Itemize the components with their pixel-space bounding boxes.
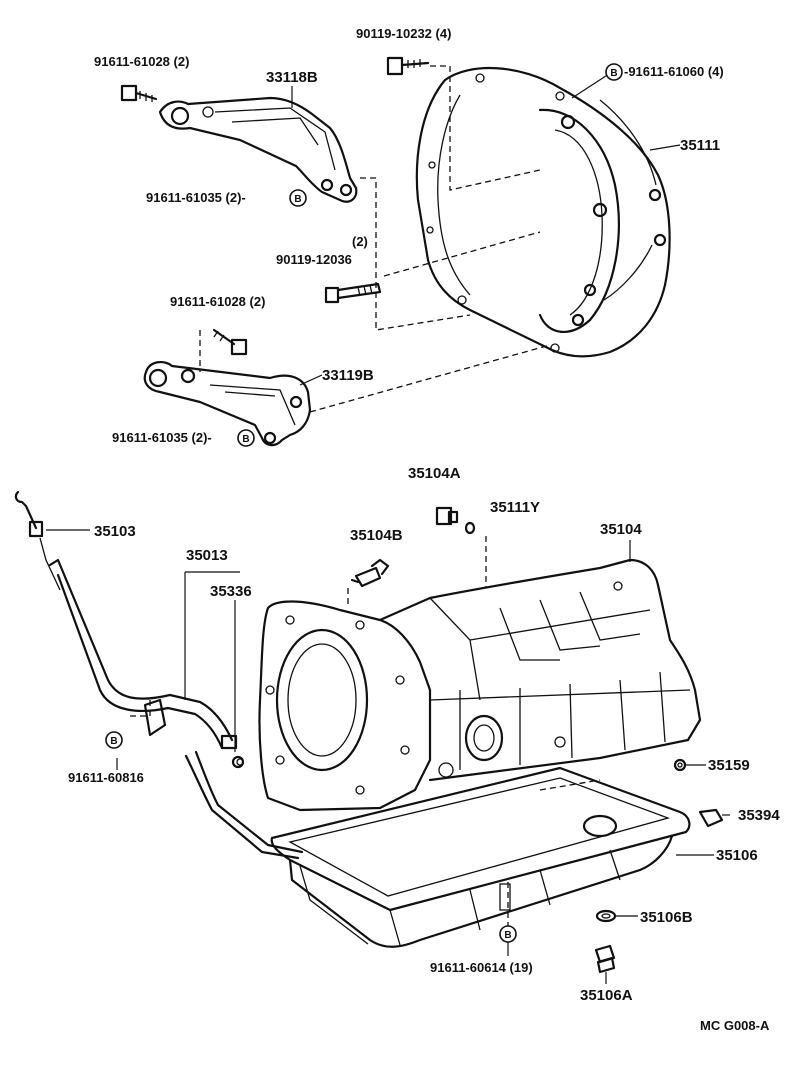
label-35336: 35336 — [210, 583, 252, 600]
label-90119-12036: 90119-12036 — [276, 252, 352, 267]
leader-lines — [46, 71, 730, 984]
transmission-case-35104 — [258, 558, 702, 812]
badge-b-91611-60816: B — [105, 731, 123, 749]
bolt-90119-10232 — [386, 56, 430, 76]
label-35106a: 35106A — [580, 987, 633, 1004]
label-91611-61028-top: 91611-61028 (2) — [94, 54, 189, 69]
o-ring-35336 — [231, 755, 245, 769]
badge-b-91611-61035-mid: B — [237, 429, 255, 447]
figure-code: MC G008-A — [700, 1018, 770, 1033]
label-35104b: 35104B — [350, 527, 403, 544]
label-90119-12036-qty: (2) — [352, 234, 368, 249]
bracket-33118b — [158, 96, 358, 203]
svg-text:B: B — [294, 194, 301, 205]
label-35104a: 35104A — [408, 465, 461, 482]
bolt-91611-61028-top — [120, 84, 158, 102]
dipstick-35103 — [14, 490, 61, 591]
label-90119-10232: 90119-10232 (4) — [356, 26, 451, 41]
label-91611-61035-mid: 91611-61035 (2)- — [112, 430, 212, 445]
label-35106: 35106 — [716, 847, 758, 864]
bell-housing-35111 — [415, 66, 671, 358]
bolt-90119-12036 — [324, 282, 382, 304]
svg-text:B: B — [504, 930, 511, 941]
badge-b-91611-60614: B — [499, 925, 517, 943]
label-35394: 35394 — [738, 807, 780, 824]
label-91611-61028-mid: 91611-61028 (2) — [170, 294, 265, 309]
filler-tube-35013 — [48, 558, 304, 860]
bolt-91611-61028-mid — [212, 328, 248, 356]
label-91611-60614: 91611-60614 (19) — [430, 960, 533, 975]
badge-b-91611-61060: B — [605, 63, 623, 81]
label-33119b: 33119B — [322, 367, 374, 384]
badge-b-91611-61035-top: B — [289, 189, 307, 207]
gasket-35159 — [673, 758, 687, 772]
svg-text:B: B — [242, 434, 249, 445]
label-91611-61035-top: 91611-61035 (2)- — [146, 190, 246, 205]
label-91611-60816: 91611-60816 — [68, 770, 144, 785]
magnet-35394 — [698, 808, 724, 828]
svg-text:B: B — [110, 736, 117, 747]
label-35013: 35013 — [186, 547, 228, 564]
o-ring-35111y — [464, 521, 476, 535]
relation-lines — [130, 65, 601, 930]
gasket-35106b — [595, 909, 617, 923]
elbow-35104b — [350, 558, 390, 588]
label-35111: 35111 — [680, 137, 720, 154]
oil-pan-35106 — [270, 766, 691, 948]
bracket-33119b — [143, 360, 312, 447]
label-35104: 35104 — [600, 521, 642, 538]
drain-plug-35106a — [594, 944, 616, 974]
label-35159: 35159 — [708, 757, 750, 774]
label-35106b: 35106B — [640, 909, 693, 926]
label-35111y: 35111Y — [490, 499, 540, 516]
label-91611-61060: -91611-61060 (4) — [624, 64, 724, 79]
label-33118b: 33118B — [266, 69, 318, 86]
svg-text:B: B — [610, 68, 617, 79]
label-35103: 35103 — [94, 523, 136, 540]
plug-35104a — [435, 506, 459, 526]
